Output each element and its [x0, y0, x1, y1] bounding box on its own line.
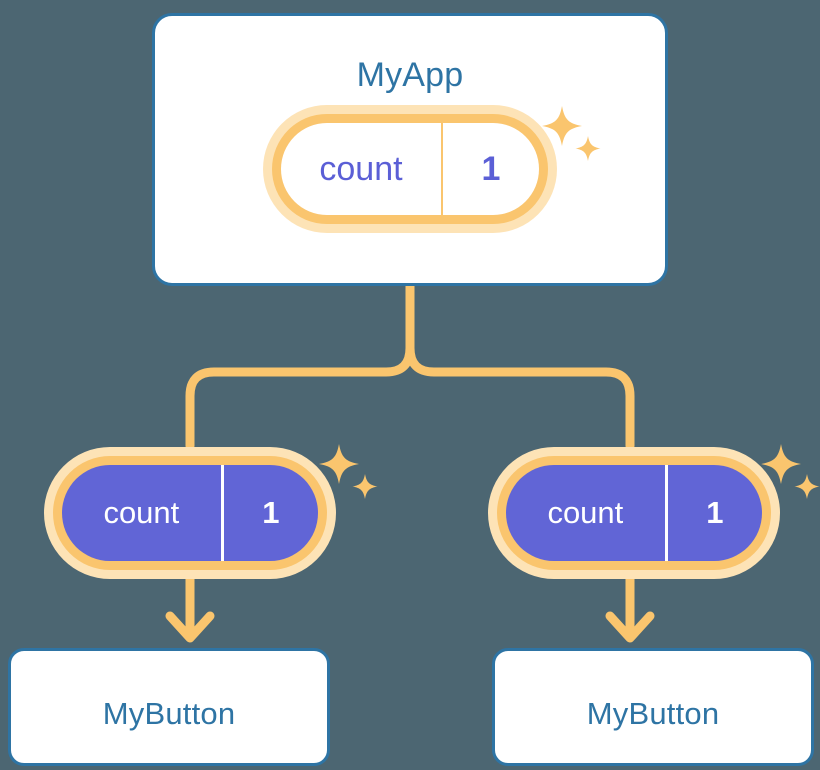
pill-body: count 1	[506, 465, 762, 561]
state-pill-mybutton-left[interactable]: count 1	[44, 447, 336, 579]
fork-connector-icon	[185, 281, 415, 451]
state-key-label: count	[281, 123, 443, 215]
component-label: MyButton	[102, 696, 236, 731]
state-key-label: count	[506, 465, 668, 561]
pill-body: count 1	[62, 465, 318, 561]
state-key-label: count	[62, 465, 224, 561]
state-value-label: 1	[262, 495, 280, 530]
state-pill-myapp[interactable]: count 1	[263, 105, 557, 233]
state-value-label: 1	[481, 149, 501, 188]
component-label: MyButton	[586, 696, 720, 731]
state-value-label: 1	[706, 495, 724, 530]
fork-connector-icon	[405, 343, 635, 451]
sparkle-small-icon	[794, 474, 820, 499]
component-card-mybutton-left[interactable]: MyButton	[8, 648, 330, 766]
component-card-mybutton-right[interactable]: MyButton	[492, 648, 814, 766]
page-title: MyApp	[356, 56, 464, 94]
arrow-down-icon-head	[605, 611, 655, 643]
sparkle-small-icon	[352, 474, 378, 499]
pill-body: count 1	[281, 123, 539, 215]
state-pill-mybutton-right[interactable]: count 1	[488, 447, 780, 579]
arrow-down-icon-head	[165, 611, 215, 643]
